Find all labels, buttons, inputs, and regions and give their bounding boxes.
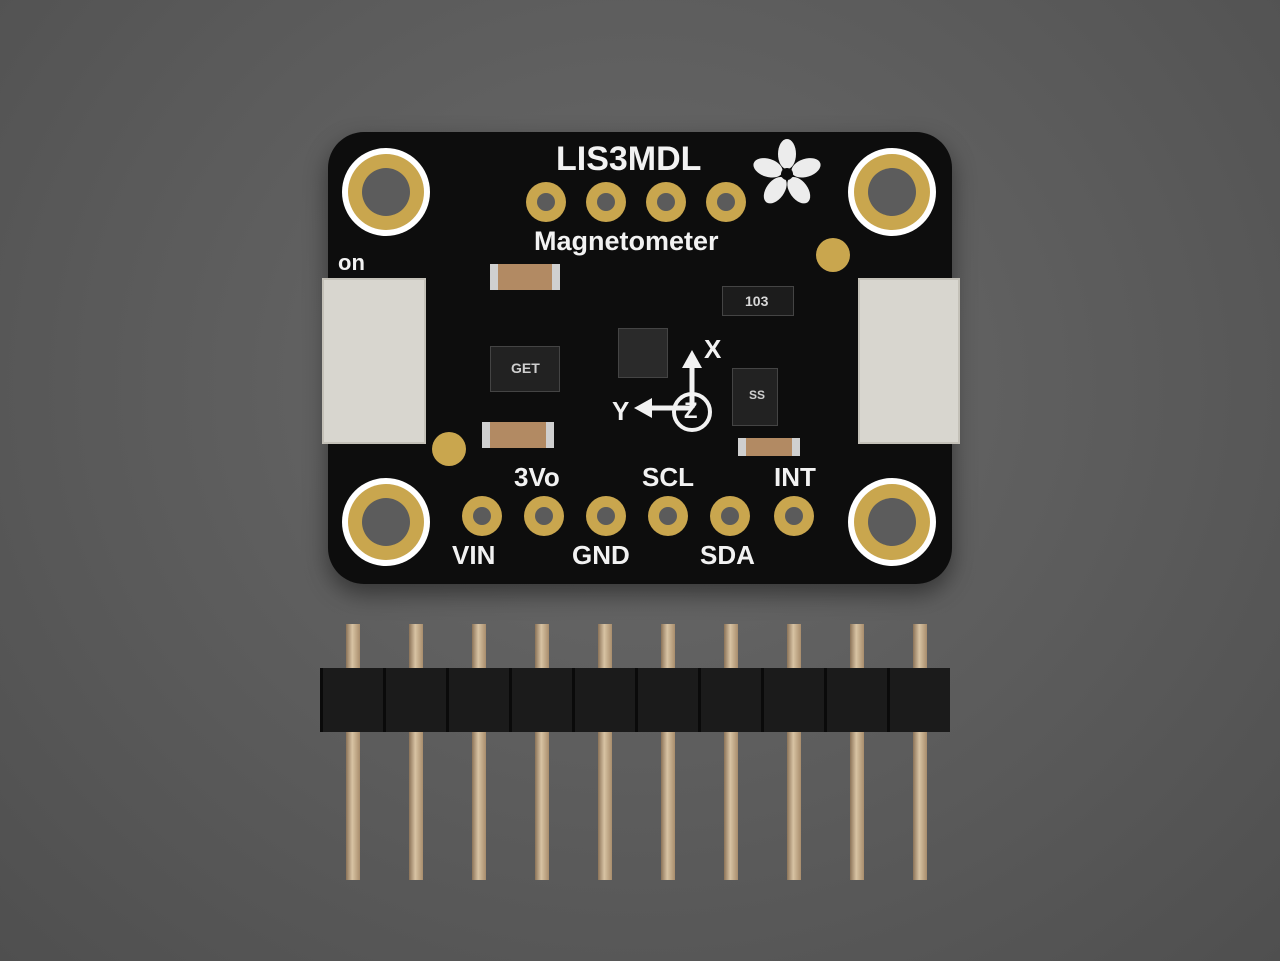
pin-pad-4 [648,496,688,536]
axis-y-label: Y [612,396,630,426]
resistor-1 [738,438,800,456]
pin-pad-2 [524,496,564,536]
mounting-hole-bottom-right [848,478,936,566]
fiducial-right [816,238,850,272]
header-pin [346,624,360,880]
header-segment [824,668,887,732]
pin-label-gnd: GND [572,540,630,570]
pin-label-sda: SDA [700,540,755,570]
top-pad-3 [646,182,686,222]
pin-pad-5 [710,496,750,536]
magnetometer-sensor-chip [618,328,668,378]
chip-mark-ss: SS [749,388,766,402]
pin-pad-6 [774,496,814,536]
capacitor-2 [482,422,554,448]
on-led-label: on [338,250,365,275]
chip-mark-103: 103 [745,293,769,309]
header-segment [446,668,509,732]
header-pin [661,624,675,880]
board-subtitle: Magnetometer [534,226,719,256]
fiducial-left [432,432,466,466]
header-pin [850,624,864,880]
header-pin [724,624,738,880]
header-segment [383,668,446,732]
pin-header-strip [320,668,950,732]
pin-pad-1 [462,496,502,536]
header-segment [509,668,572,732]
top-pad-2 [586,182,626,222]
resistor-array: 103 [722,286,794,316]
axis-diagram: X Y Z [608,334,748,448]
pin-pad-3 [586,496,626,536]
top-pad-1 [526,182,566,222]
header-segment [761,668,824,732]
breakout-board: GET 103 SS LIS3MDL Magnetometer on [322,132,960,584]
header-segment [320,668,383,732]
header-pin [535,624,549,880]
stemma-connector-right [858,278,960,444]
mounting-hole-top-right [848,148,936,236]
header-pin [913,624,927,880]
header-segment [698,668,761,732]
header-pin [598,624,612,880]
pin-label-scl: SCL [642,462,694,492]
header-segment [572,668,635,732]
header-pin [472,624,486,880]
stemma-connector-left [322,278,426,444]
header-pin [787,624,801,880]
pin-label-vin: VIN [452,540,496,570]
capacitor-1 [490,264,560,290]
axis-z-label: Z [684,398,698,423]
header-segment [635,668,698,732]
pin-label-3vo: 3Vo [514,462,560,492]
pin-label-int: INT [774,462,816,492]
mounting-hole-top-left [342,148,430,236]
mounting-hole-bottom-left [342,478,430,566]
chip-mark-get: GET [511,360,540,376]
header-pin [409,624,423,880]
adafruit-flower-logo [752,138,822,208]
header-segment [887,668,950,732]
mosfet-chip: SS [732,368,778,426]
regulator-chip: GET [490,346,560,392]
top-pad-4 [706,182,746,222]
board-title: LIS3MDL [556,140,702,178]
axis-x-label: X [704,334,722,364]
